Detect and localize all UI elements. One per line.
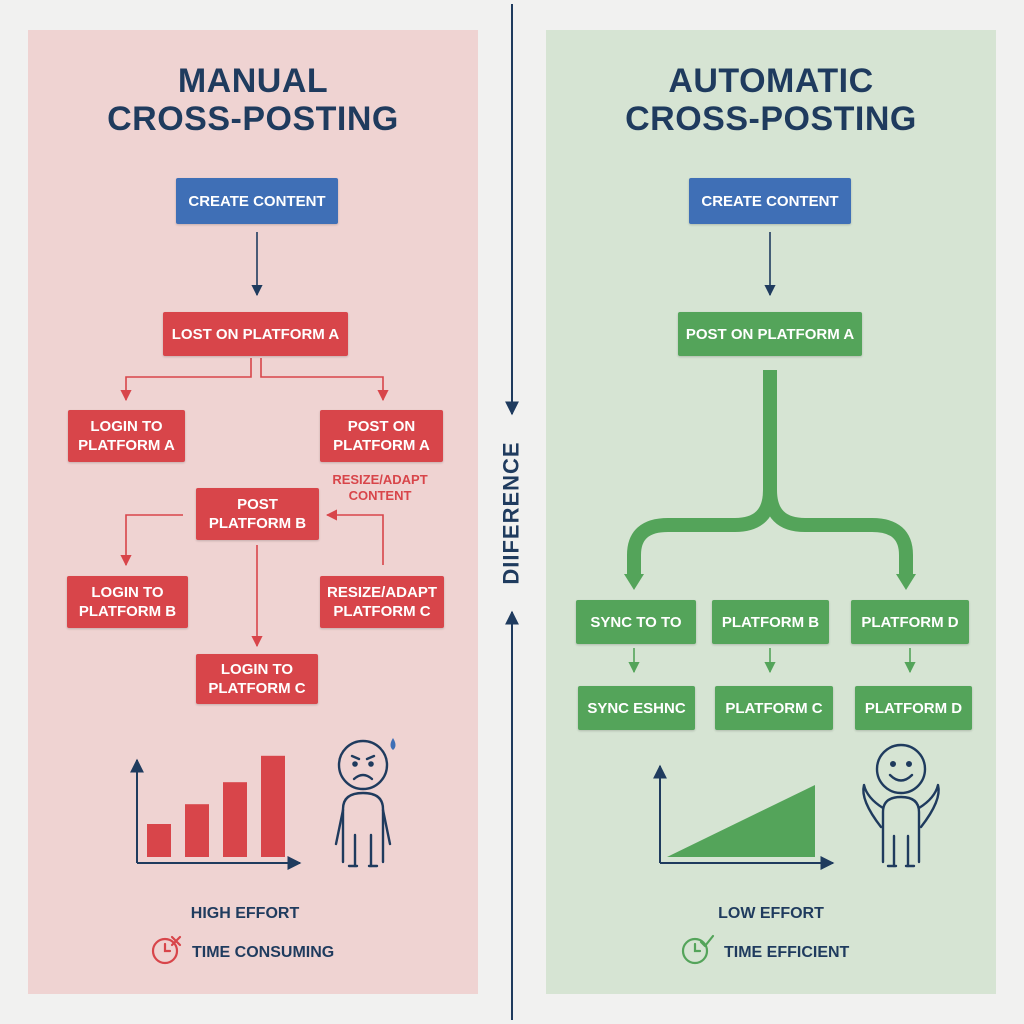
manual-title-line1: MANUAL: [177, 62, 329, 100]
manual-resize-content-annotation: RESIZE/ADAPT CONTENT: [332, 472, 428, 503]
auto-time-row: TIME EFFICIENT: [680, 934, 849, 971]
auto-effort-caption: LOW EFFORT: [718, 905, 824, 922]
manual-time-label: TIME CONSUMING: [192, 943, 335, 961]
clock-check-icon: [680, 934, 716, 971]
auto-time-label: TIME EFFICIENT: [724, 943, 850, 961]
auto-platform-d-top-box: PLATFORM D: [851, 600, 969, 644]
manual-login-platform-a-box: LOGIN TO PLATFORM A: [68, 410, 185, 462]
auto-platform-b-box: PLATFORM B: [712, 600, 829, 644]
difference-label: DIIFERENCE: [492, 438, 532, 588]
manual-time-row: TIME CONSUMING: [150, 934, 334, 971]
manual-post-platform-b-box: POST PLATFORM B: [196, 488, 319, 540]
manual-post-platform-a-box: POST ON PLATFORM A: [320, 410, 443, 462]
auto-post-platform-a-box: POST ON PLATFORM A: [678, 312, 862, 356]
difference-label-text: DIIFERENCE: [499, 441, 524, 585]
automatic-panel: [546, 30, 996, 994]
clock-x-icon: [150, 934, 184, 971]
manual-lost-on-platform-a-box: LOST ON PLATFORM A: [163, 312, 348, 356]
auto-create-content-box: CREATE CONTENT: [689, 178, 851, 224]
auto-title-line1: AUTOMATIC: [668, 62, 874, 100]
manual-title: MANUAL CROSS-POSTING: [28, 62, 478, 138]
manual-login-platform-b-box: LOGIN TO PLATFORM B: [67, 576, 188, 628]
auto-platform-c-box: PLATFORM C: [715, 686, 833, 730]
auto-sync-eshnc-box: SYNC ESHNC: [578, 686, 695, 730]
manual-resize-platform-c-box: RESIZE/ADAPT PLATFORM C: [320, 576, 444, 628]
auto-sync-to-box: SYNC TO TO: [576, 600, 696, 644]
auto-title-line2: CROSS-POSTING: [625, 100, 917, 138]
auto-platform-d-bottom-box: PLATFORM D: [855, 686, 972, 730]
manual-title-line2: CROSS-POSTING: [107, 100, 399, 138]
manual-create-content-box: CREATE CONTENT: [176, 178, 338, 224]
manual-login-platform-c-box: LOGIN TO PLATFORM C: [196, 654, 318, 704]
automatic-title: AUTOMATIC CROSS-POSTING: [546, 62, 996, 138]
manual-effort-caption: HIGH EFFORT: [190, 905, 300, 922]
